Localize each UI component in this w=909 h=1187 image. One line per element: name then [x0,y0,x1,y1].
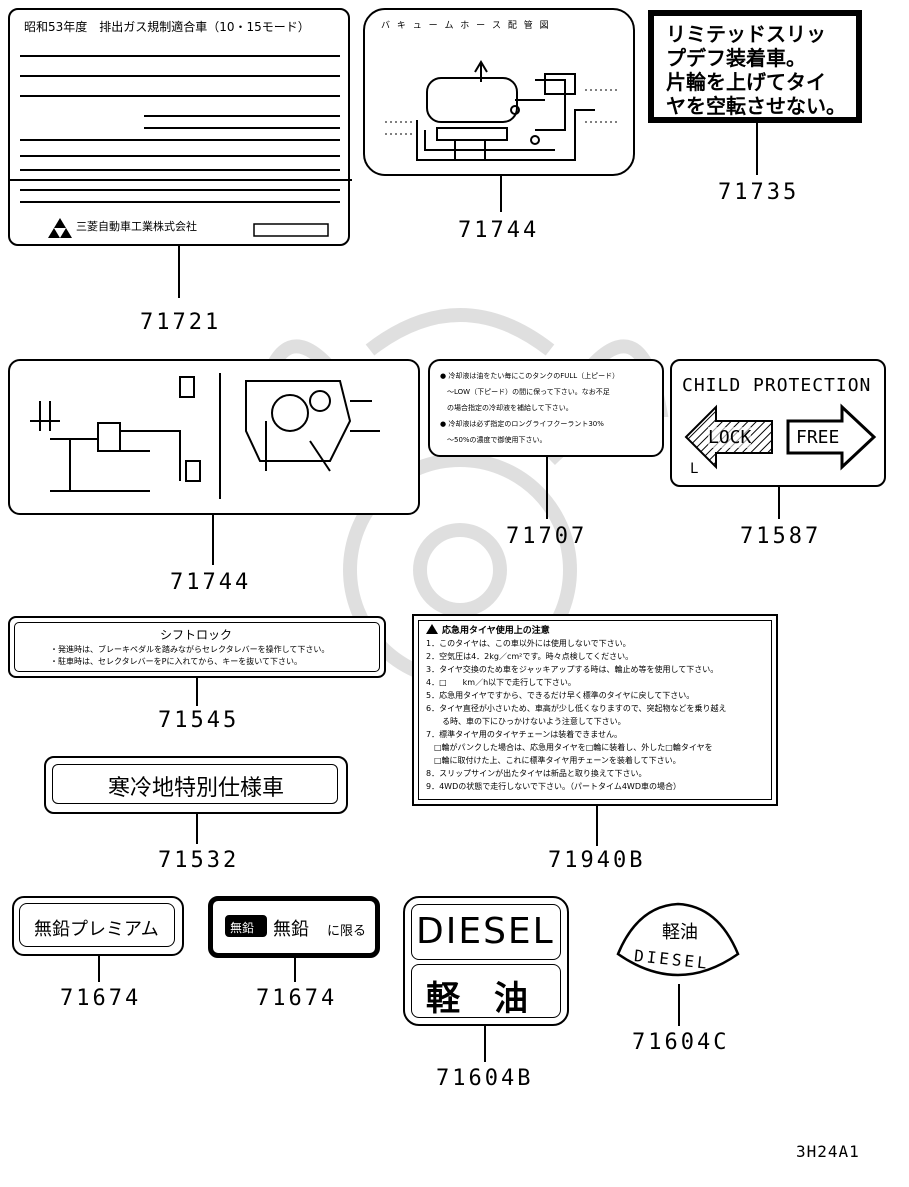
keiyu-text: 軽 油 [426,979,528,1019]
tire-line-10: □輪に取付けた上、これに標準タイヤ用チェーンを装着して下さい。 [426,756,681,765]
spare-tire-label: 応急用タイヤ使用上の注意 1．このタイヤは、この車以外には使用しないで下さい。 … [412,614,778,806]
unleaded-badge-text: 無鉛 [230,921,255,935]
vacuum-hose-label: バ キ ュ ー ム ホ ー ス 配 管 図 [363,8,635,176]
tire-line-8: 7．標準タイヤ用のタイヤチェーンは装着できません。 [426,730,622,739]
emission-lines [10,55,352,238]
leader-71532 [196,814,198,844]
lock-free-arrows [684,403,877,471]
coolant-line-4: ● 冷却液は必ず指定のロングライフクーラント30% [440,420,604,428]
lsd-line-1: リミテッドスリッ [666,22,826,46]
premium-inner-border [19,903,175,947]
lsd-line-4: ヤを空転させない。 [666,94,846,118]
coolant-line-2: 〜LOW（下ピード）の間に保って下さい。なお不足 [440,388,610,396]
maker-name: 三菱自動車工業株式会社 [76,220,197,233]
coolant-line-5: 〜50%の濃度で御使用下さい。 [440,436,547,444]
keiyu-small-text: 軽油 [662,922,698,943]
unleaded-badge: 無鉛 [225,915,267,937]
cold-spec-inner-border [52,764,338,804]
leader-71674-a [98,956,100,982]
part-number-71744-mid: 71744 [170,570,252,595]
child-protection-label: CHILD PROTECTION LOCK FREE L [670,359,886,487]
tire-line-3: 3．タイヤ交換のため車をジャッキアップする時は、輪止め等を使用して下さい。 [426,665,719,674]
part-number-71707: 71707 [506,524,588,549]
shift-lock-line-1: ・発進時は、ブレーキペダルを踏みながらセレクタレバーを操作して下さい。 [50,645,330,654]
coolant-line-3: の場合指定の冷却液を補給して下さい。 [440,404,573,412]
tire-line-11: 8．スリップサインが出たタイヤは新品と取り換えて下さい。 [426,769,647,778]
tire-line-5: 5．応急用タイヤですから、できるだけ早く標準のタイヤに戻して下さい。 [426,691,695,700]
diesel-text: DIESEL [416,911,555,952]
vacuum-diagram [385,60,617,161]
part-number-71587: 71587 [740,524,822,549]
cold-spec-text: 寒冷地特別仕様車 [108,776,285,801]
shift-lock-line-2: ・駐車時は、セレクタレバーをPに入れてから、キーを抜いて下さい。 [50,657,303,666]
diesel-lower-box: 軽 油 [411,964,561,1019]
part-number-71721: 71721 [140,310,222,335]
tire-line-9: □輪がパンクした場合は、応急用タイヤを□輪に装着し、外した□輪タイヤを [426,743,713,752]
part-number-71545: 71545 [158,708,240,733]
spare-tire-inner-border [418,620,772,800]
unleaded-text: 無鉛 [273,919,309,940]
leader-71707 [546,457,548,519]
premium-text: 無鉛プレミアム [34,919,159,940]
leader-71604b [484,1026,486,1062]
tire-line-1: 1．このタイヤは、この車以外には使用しないで下さい。 [426,639,631,648]
part-number-71674-a: 71674 [60,986,142,1011]
part-number-71532: 71532 [158,848,240,873]
lock-label: LOCK [708,427,752,448]
diesel-upper-box: DIESEL [411,904,561,960]
lsd-line-2: プデフ装着車。 [666,46,806,70]
warning-triangle-icon [426,624,438,634]
tire-line-12: 9．4WDの状態で走行しないで下さい。（パートタイム4WD車の場合） [426,782,682,791]
l-mark: L [690,461,699,477]
leader-71721 [178,246,180,298]
shift-lock-label: シフトロック ・発進時は、ブレーキペダルを踏みながらセレクタレバーを操作して下さ… [8,616,386,678]
leader-71744-top [500,176,502,212]
tire-line-7: る時、車の下にひっかけないよう注意して下さい。 [426,717,626,726]
leader-71604c [678,984,680,1026]
part-number-71674-b: 71674 [256,986,338,1011]
cold-spec-label: 寒冷地特別仕様車 [44,756,348,814]
leader-71940b [596,806,598,846]
part-number-71940b: 71940B [548,848,646,873]
unleaded-only-label: 無鉛 無鉛 に限る [208,896,380,958]
diesel-label: DIESEL 軽 油 [403,896,569,1026]
spare-tire-title: 応急用タイヤ使用上の注意 [442,626,550,636]
vacuum-title: バ キ ュ ー ム ホ ー ス 配 管 図 [381,21,551,31]
leader-71587 [778,487,780,519]
coolant-line-1: ● 冷却液は油をたい毎にこのタンクのFULL（上ピード） [440,372,620,380]
sheet-code: 3H24A1 [796,1142,860,1161]
emission-label: 昭和53年度 排出ガス規制適合車（10・15モード） 三菱自動車工業株式会社 [8,8,352,246]
emission-title: 昭和53年度 排出ガス規制適合車（10・15モード） [24,20,310,34]
lsd-warning-label: リミテッドスリッ プデフ装着車。 片輪を上げてタイ ヤを空転させない。 [648,10,862,123]
part-number-71604c: 71604C [632,1030,730,1055]
lsd-line-3: 片輪を上げてタイ [666,70,826,94]
part-number-71744-top: 71744 [458,218,540,243]
child-protection-title: CHILD PROTECTION [682,375,872,396]
vacuum-hose-label-large [8,359,420,515]
leader-71735 [756,123,758,175]
leader-71744-mid [212,515,214,565]
leader-71674-b [294,958,296,982]
part-number-71735: 71735 [718,180,800,205]
part-number-71604b: 71604B [436,1066,534,1091]
shift-lock-title: シフトロック [160,628,233,642]
tire-line-4: 4．□ km／h以下で走行して下さい。 [426,678,576,687]
premium-label: 無鉛プレミアム [12,896,184,956]
unleaded-suffix: に限る [327,924,367,939]
tire-line-2: 2．空気圧は4．2kg／cm²です。時々点検してください。 [426,652,634,661]
engine-vacuum-diagram [30,373,380,499]
shift-lock-inner-border [14,622,380,672]
coolant-label: ● 冷却液は油をたい毎にこのタンクのFULL（上ピード） 〜LOW（下ピード）の… [428,359,664,457]
tire-line-6: 6．タイヤ直径が小さいため、車高が少し低くなりますので、突起物などを乗り越え [426,704,727,713]
free-label: FREE [796,427,840,448]
diesel-fan-label [616,902,740,977]
leader-71545 [196,678,198,706]
